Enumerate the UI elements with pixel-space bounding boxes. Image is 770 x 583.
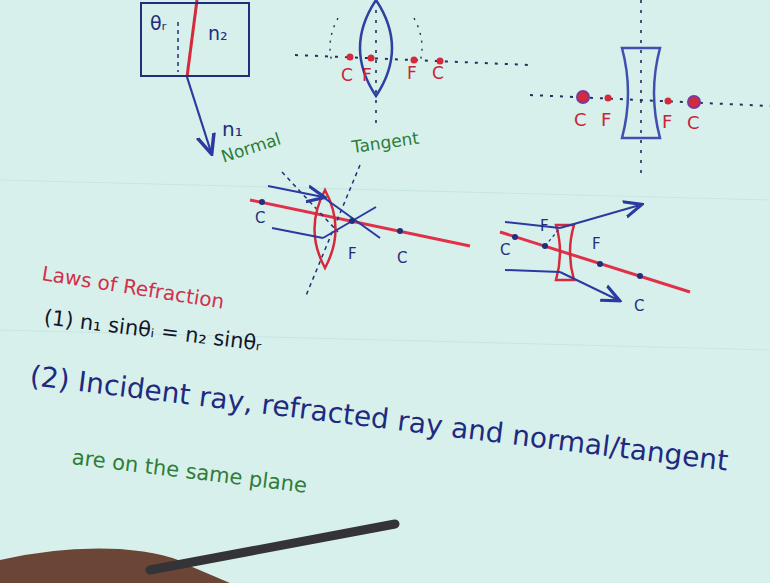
law-text: (1) n₁ sinθᵢ = n₂ sinθᵣ — [43, 305, 264, 356]
heading-note: Laws of Refraction — [40, 262, 226, 314]
point-label: C — [687, 113, 700, 134]
medium-label: θᵣ — [150, 12, 167, 34]
point-label: C — [397, 250, 407, 267]
point-label: F — [601, 110, 611, 131]
point-label: C — [255, 210, 265, 227]
point-label: C — [634, 298, 644, 315]
point-label: C — [341, 66, 353, 86]
point-label: F — [348, 246, 357, 263]
point-label: C — [500, 242, 510, 259]
point-label: C — [432, 64, 444, 84]
point-label: F — [362, 66, 372, 86]
point-label: C — [574, 110, 587, 131]
medium-label: n₁ — [222, 118, 243, 141]
concave-lens-top — [530, 0, 770, 180]
point-label: F — [407, 64, 417, 84]
point-label: F — [592, 236, 601, 253]
medium-label: n₂ — [208, 22, 228, 44]
point-label: F — [662, 112, 672, 133]
convex-lens-top — [295, 0, 530, 125]
point-label: F — [540, 218, 549, 235]
glass-block: θᵣ n₂ — [140, 2, 250, 77]
line-label: Tangent — [351, 129, 421, 158]
law-text: are on the same plane — [71, 445, 309, 498]
hand-and-pen — [0, 524, 395, 583]
concave-lens-rays — [500, 205, 690, 300]
convex-lens-rays — [250, 165, 470, 298]
